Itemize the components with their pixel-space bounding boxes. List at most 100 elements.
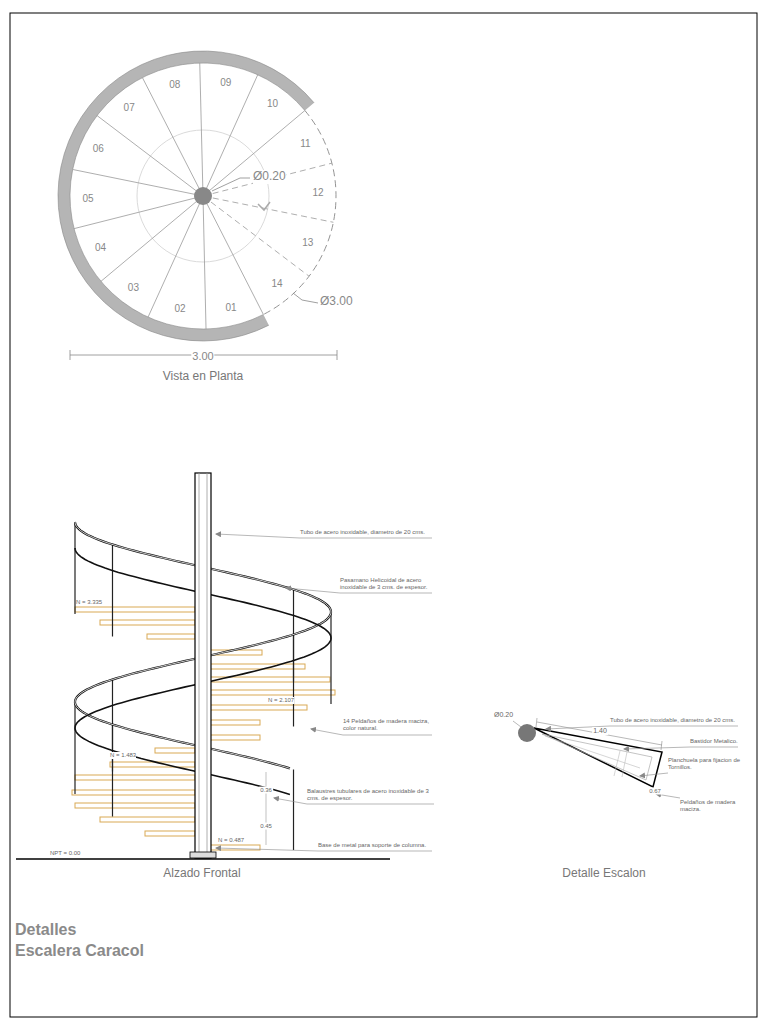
level-label: NPT = 0.00 [50,850,80,857]
leader-line [640,773,668,776]
baluster [293,635,294,727]
wooden-tread [210,735,260,740]
baluster [74,702,75,794]
wooden-tread [155,748,195,753]
column-line [207,473,208,858]
callout-note: Bastidor Metalico. [690,738,738,745]
callout-note: Planchuela para fijacion de Tornillos. [668,757,744,771]
diameter-label: Ø0.20 [253,170,286,184]
baluster [330,612,331,704]
callout-note: Balaustres tubulares de acero inoxidable… [307,788,434,802]
dimension-tick [661,741,662,750]
step-number: 04 [94,243,107,255]
wooden-tread [205,690,335,695]
wall-ring [64,57,309,335]
step-number: 13 [301,237,314,249]
dimension-tick [70,350,71,360]
wooden-tread [75,803,195,808]
dimension-tick [337,350,338,360]
step-line [203,196,333,222]
level-label: N = 0.487 [218,837,244,844]
column-tube [195,473,211,858]
callout-note: Base de metal para soporte de columna. [318,842,426,849]
callout-note: Tubo de acero inoxidable, diametro de 20… [300,529,425,536]
step-number: 06 [92,143,105,155]
step-number: 10 [266,99,279,111]
dimension-label: 1.40 [592,727,608,735]
wooden-tread [205,705,307,710]
plan-view [58,51,336,341]
wooden-tread [100,817,195,822]
level-label: N = 1.483 [110,752,136,759]
dimension-label: 0.45 [259,823,273,830]
step-number: 03 [127,282,140,294]
step-line [203,196,309,276]
sheet-title: Detalles Escalera Caracol [15,919,145,961]
wooden-tread [145,831,195,836]
sheet-border [10,13,757,1017]
step-frame [614,751,620,776]
step-number: 01 [225,302,238,314]
inner-circle [137,130,269,262]
dashed-edge [263,111,336,315]
leader-line [656,794,680,798]
leader-line [513,721,521,727]
dimension-label: 0.36 [259,787,273,794]
step-number: 14 [270,278,283,290]
direction-mark [258,202,270,210]
wooden-tread [75,775,195,780]
step-frame [622,752,627,777]
step-number: 05 [81,193,94,205]
step-line [200,63,203,196]
callout-note: Pasamano Helicoidal de acero inoxidable … [340,577,432,591]
callout-note: Tubo de acero inoxidable, diametro de 20… [610,717,735,724]
baluster [112,545,113,637]
baluster [112,725,113,817]
step-line [97,116,203,196]
diameter-label: Ø0.20 [494,711,513,719]
step-number: 02 [173,303,186,315]
step-line [148,196,203,317]
dimension-label: 3.00 [191,350,214,363]
step-number: 12 [311,187,324,199]
wooden-tread [72,790,195,795]
level-label: N = 3.335 [76,599,102,606]
wooden-tread [75,607,195,612]
step-number: 11 [299,138,311,150]
leader-line [212,178,250,191]
step-line [203,196,206,329]
view-caption: Detalle Escalon [561,867,646,881]
leader-line [546,726,738,729]
wall-edge [70,63,305,329]
step-number: 07 [123,102,136,114]
dimension-line [537,722,662,745]
baluster [293,770,294,851]
wooden-tread [110,762,195,767]
dimension-label: 0.67 [648,788,662,795]
column-post [194,187,212,205]
callout-note: 14 Peldaños de madera maciza, color natu… [343,718,432,732]
step-line [203,196,263,315]
step-wedge [534,728,662,787]
step-line [142,78,203,196]
dimension-line [266,772,267,845]
callout-note: Peldaños de madera maciza. [680,799,744,813]
leader-line [624,747,738,749]
view-caption: Vista en Planta [162,370,245,384]
wooden-tread [205,664,305,669]
wooden-tread [100,620,195,625]
step-frame [545,736,640,768]
wooden-tread [205,720,260,725]
step-number: 09 [219,78,232,90]
leader-line [293,293,318,303]
step-line [203,75,258,196]
column-base [190,852,216,858]
diameter-label: Ø3.00 [320,295,353,309]
view-caption: Alzado Frontal [162,867,241,881]
wall-edge [58,51,314,341]
wooden-tread [147,634,195,639]
step-frame [542,734,652,780]
step-line [203,111,305,196]
